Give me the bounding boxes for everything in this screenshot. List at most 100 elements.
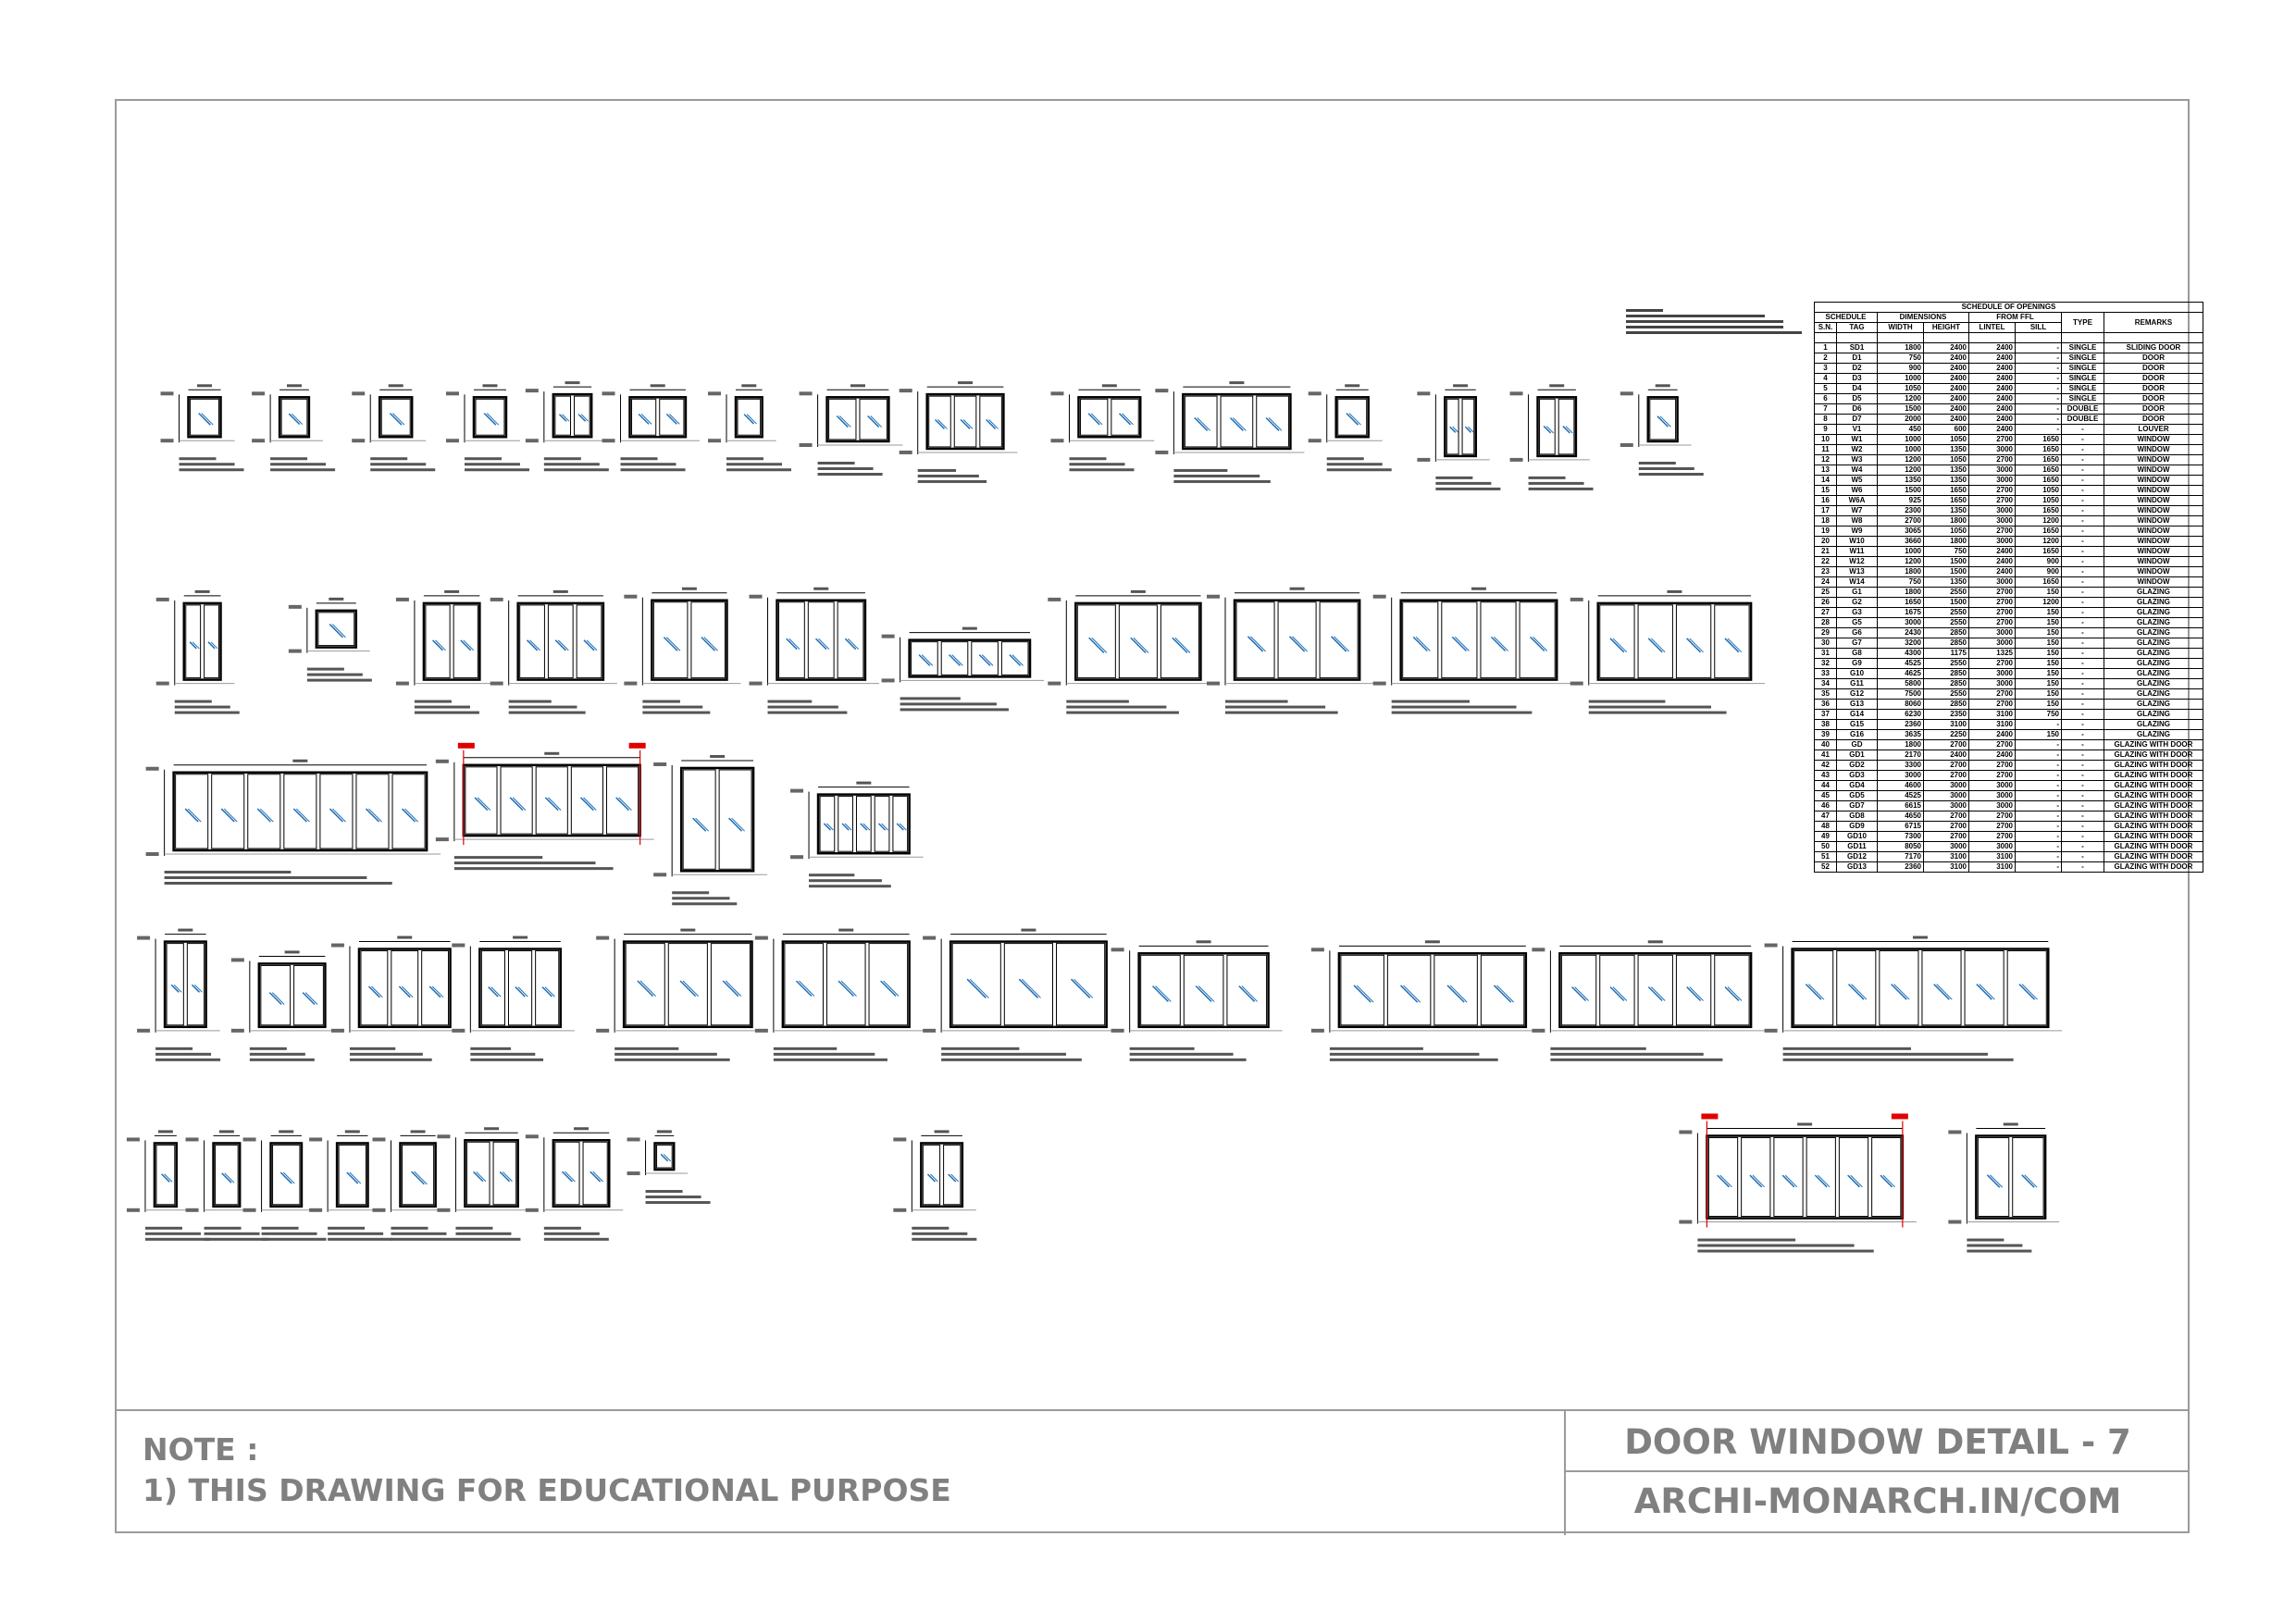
glass-panel: [2012, 1136, 2044, 1218]
cell-sn: 24: [1814, 576, 1837, 588]
cell-sill: -: [2015, 424, 2062, 435]
floor-level-label: [627, 1171, 640, 1176]
glass-panel: [582, 1141, 608, 1206]
floor-level-label: [602, 439, 615, 443]
cell-lintel: 2700: [1968, 526, 2016, 537]
window-frame: [269, 1142, 304, 1208]
glass-hatch-icon: [558, 414, 567, 422]
floor-level-label: [352, 439, 366, 443]
glass-hatch-icon: [1686, 986, 1702, 1002]
cell-sill: -: [2015, 790, 2062, 801]
glass-hatch-icon: [207, 641, 216, 650]
glass-hatch-icon: [615, 797, 629, 812]
website-text: ARCHI-MONARCH.IN/COM: [1633, 1481, 2122, 1521]
cell-height: 2700: [1923, 739, 1969, 750]
caption-line: [155, 1058, 221, 1061]
cell-sill: 1650: [2015, 505, 2062, 516]
glass-hatch-icon: [638, 413, 650, 425]
lintel-level-label: [596, 935, 610, 940]
window-frame: [516, 601, 605, 681]
cell-sill: -: [2015, 811, 2062, 822]
glass-hatch-icon: [1412, 636, 1428, 652]
glass-hatch-icon: [1689, 986, 1704, 1001]
dimension-text: [292, 759, 308, 762]
cell-sn: 3: [1814, 363, 1837, 374]
glass-hatch-icon: [1122, 413, 1134, 426]
cell-width: 4650: [1877, 811, 1924, 822]
cell-height: 3000: [1923, 780, 1969, 791]
glass-hatch-icon: [743, 414, 754, 425]
glass-panel: [953, 395, 977, 448]
glass-panel: [807, 601, 835, 679]
col-header-lintel: LINTEL: [1968, 322, 2016, 333]
cell-width: 1675: [1877, 607, 1924, 618]
glass-panel: [828, 398, 857, 440]
cell-tag: D1: [1836, 353, 1878, 364]
glass-panel: [574, 395, 590, 436]
cell-height: 1650: [1923, 495, 1969, 506]
cell-lintel: 3000: [1968, 505, 2016, 516]
cell-sill: -: [2015, 861, 2062, 873]
cell-width: 3660: [1877, 536, 1924, 547]
cell-tag: W4: [1836, 465, 1878, 476]
glass-hatch-icon: [1493, 985, 1512, 1003]
glass-hatch-icon: [590, 1171, 602, 1183]
cell-sill: 1050: [2015, 495, 2062, 506]
glass-hatch-icon: [960, 418, 971, 429]
glass-hatch-icon: [746, 414, 757, 425]
lintel-level-label: [1048, 597, 1061, 601]
cell-lintel: 2400: [1968, 403, 2016, 415]
glass-hatch-icon: [259, 808, 274, 823]
caption-line: [453, 856, 543, 860]
glass-hatch-icon: [583, 639, 595, 651]
floor-level-label: [923, 1028, 937, 1033]
dimension-text: [1912, 935, 1928, 939]
floor-level-label: [1050, 439, 1064, 443]
floor-level-label: [309, 1208, 323, 1212]
cell-sn: 8: [1814, 414, 1837, 425]
cell-type: SINGLE: [2061, 353, 2104, 364]
glass-hatch-icon: [1247, 636, 1264, 652]
floor-level-label: [330, 1028, 344, 1033]
cell-sill: -: [2015, 760, 2062, 771]
caption-line: [179, 468, 244, 472]
floor-level-label: [790, 855, 804, 860]
window-frame: [925, 392, 1005, 451]
cell-remarks: GLAZING WITH DOOR: [2104, 831, 2203, 842]
caption-line: [645, 1190, 683, 1194]
cell-lintel: 2400: [1968, 414, 2016, 425]
cell-type: -: [2061, 444, 2104, 455]
cell-height: 2400: [1923, 342, 1969, 353]
cell-type: -: [2061, 546, 2104, 557]
caption-line: [1173, 479, 1271, 483]
cell-lintel: 2700: [1968, 688, 2016, 700]
cell-remarks: WINDOW: [2104, 515, 2203, 527]
cell-remarks: WINDOW: [2104, 454, 2203, 465]
cell-height: 2550: [1923, 658, 1969, 669]
lintel-level-label: [435, 759, 449, 763]
cell-remarks: GLAZING: [2104, 607, 2203, 618]
cell-sill: 150: [2015, 607, 2062, 618]
glass-panel: [911, 641, 938, 675]
cell-lintel: 2700: [1968, 587, 2016, 598]
glass-hatch-icon: [541, 986, 552, 997]
glass-panel: [784, 943, 824, 1026]
cell-width: 1000: [1877, 546, 1924, 557]
window-frame: [1596, 601, 1753, 681]
caption-line: [1225, 711, 1338, 714]
cell-sn: 48: [1814, 821, 1837, 832]
caption-line: [249, 1058, 315, 1061]
cell-lintel: 2700: [1968, 617, 2016, 628]
caption-line: [767, 700, 813, 703]
from-ffl-group-header: FROM FFL: [1968, 312, 2062, 323]
window-frame: [628, 396, 688, 439]
dimension-text: [1667, 589, 1682, 593]
caption-line: [543, 457, 581, 461]
cell-lintel: 2400: [1968, 353, 2016, 364]
glass-hatch-icon: [1021, 978, 1041, 998]
glass-hatch-icon: [295, 808, 310, 823]
